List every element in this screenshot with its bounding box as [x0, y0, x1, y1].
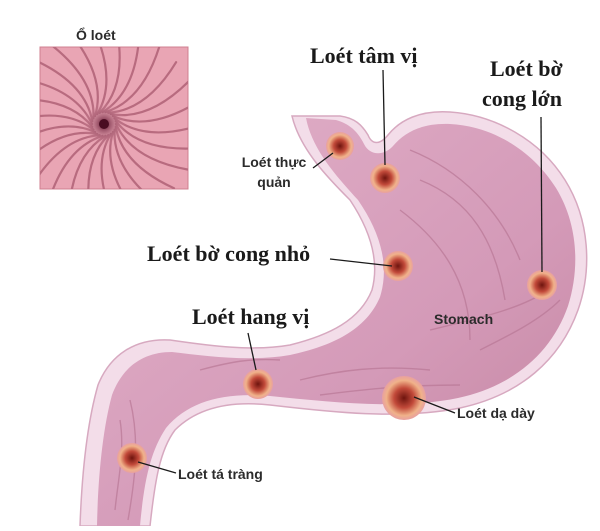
organ-label: Stomach	[434, 311, 494, 327]
inset-ulcer-center	[99, 119, 109, 129]
label-duodenal-ulcer: Loét tá tràng	[178, 466, 263, 482]
leader-lines	[137, 69, 543, 474]
ulcer-duodenal	[117, 443, 147, 473]
ulcer-antrum	[243, 369, 273, 399]
ulcer-lesser-curvature	[383, 251, 413, 281]
leader-cardia	[382, 69, 386, 166]
label-esophagus-line2: quản	[257, 174, 291, 190]
ulcer-cardia	[370, 163, 400, 193]
ulcer-inset	[39, 46, 189, 190]
inset-label: Ổ loét	[76, 27, 116, 43]
ulcer-greater-curvature	[527, 270, 557, 300]
ulcer-gastric	[382, 376, 426, 420]
label-antrum: Loét hang vị	[192, 304, 310, 329]
leader-duodenal	[137, 461, 177, 474]
label-cardia-ulcer: Loét tâm vị	[310, 43, 418, 68]
leader-esophagus	[312, 152, 334, 169]
label-lesser-curvature: Loét bờ cong nhỏ	[147, 241, 311, 266]
leader-lesser-curvature	[329, 258, 393, 267]
leader-gastric	[413, 396, 456, 414]
leader-greater-curvature	[540, 116, 543, 273]
stomach-body	[97, 118, 576, 526]
label-esophagus-line1: Loét thực	[241, 154, 307, 170]
label-gastric-ulcer: Loét dạ dày	[457, 405, 535, 421]
label-greater-curvature-line2: cong lớn	[482, 86, 563, 111]
label-greater-curvature-line1: Loét bờ	[490, 56, 563, 81]
leader-antrum	[247, 332, 257, 371]
